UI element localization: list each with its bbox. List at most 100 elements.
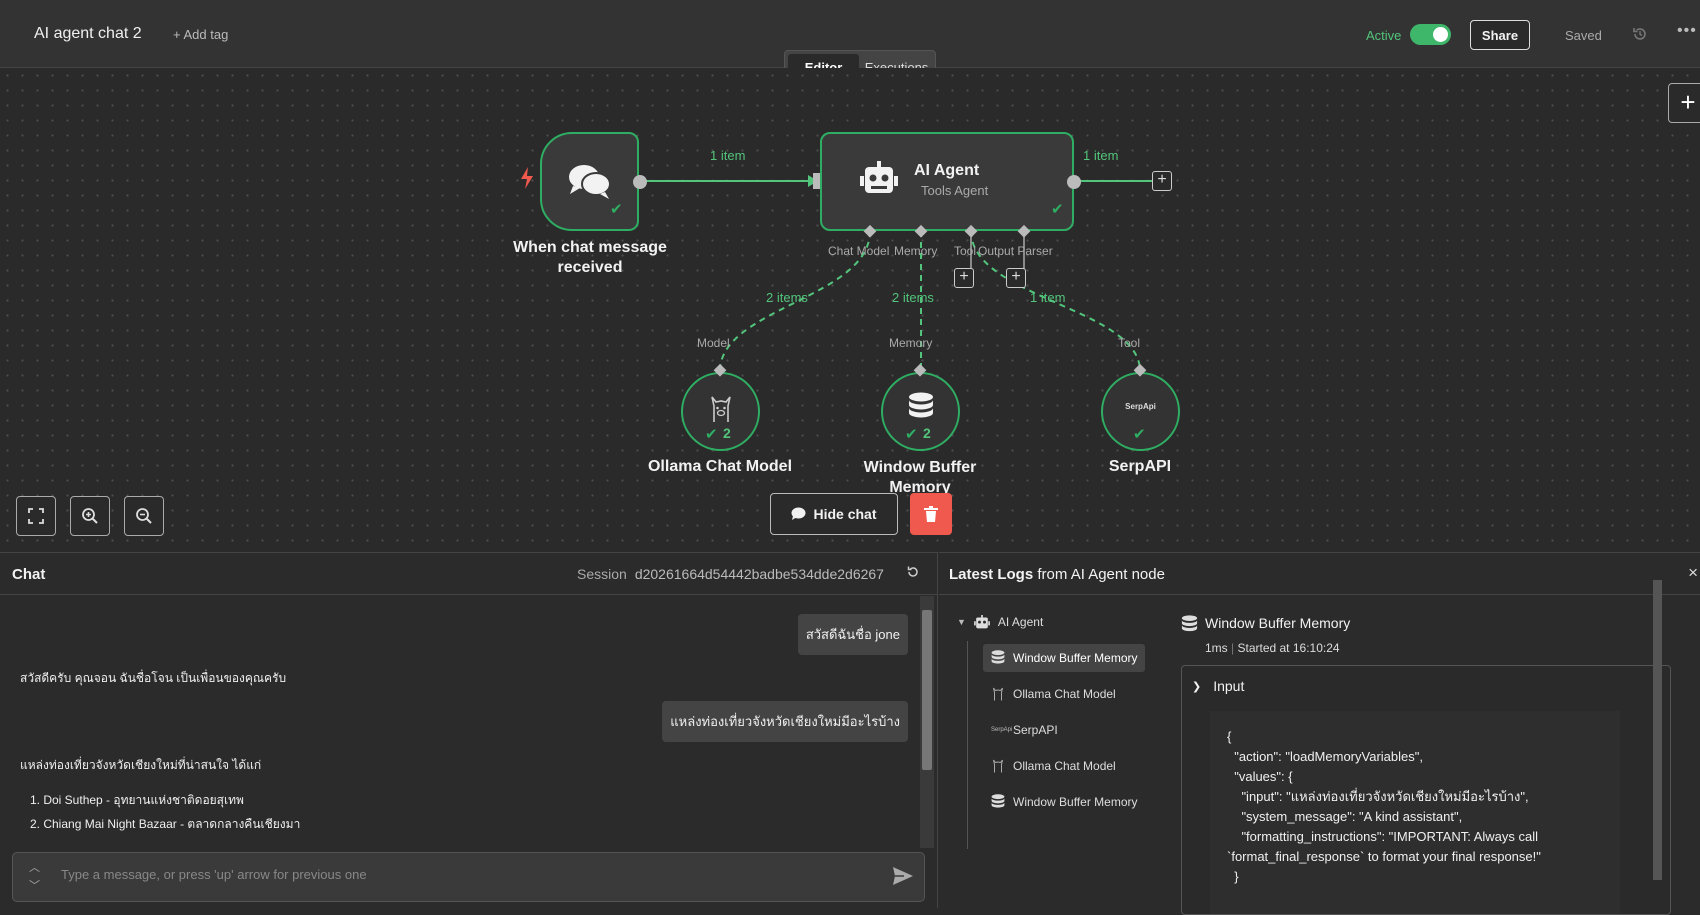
delete-button[interactable]	[910, 493, 952, 535]
logs-title-bold: Latest Logs	[949, 566, 1034, 583]
node-ollama-chat-model[interactable]: ✔ 2	[681, 372, 760, 451]
chat-scrollbar[interactable]	[920, 596, 934, 848]
input-label: Input	[1213, 678, 1245, 694]
zoom-out-button[interactable]	[124, 496, 164, 536]
detail-duration: 1ms	[1205, 641, 1228, 655]
input-section: ❯ Input { "action": "loadMemoryVariables…	[1181, 665, 1671, 915]
success-check-icon: ✔	[705, 426, 718, 443]
more-options-icon[interactable]: •••	[1677, 22, 1697, 39]
send-icon[interactable]	[892, 866, 914, 891]
json-line: `format_final_response` to format your f…	[1227, 849, 1541, 864]
tree-item-label: Window Buffer Memory	[1013, 651, 1138, 665]
tool-handle[interactable]	[963, 224, 979, 240]
json-line: "system_message": "A kind assistant",	[1227, 809, 1463, 824]
chat-model-handle[interactable]	[862, 224, 878, 240]
input-section-toggle[interactable]: ❯ Input	[1192, 678, 1244, 694]
refresh-session-icon[interactable]	[906, 565, 920, 583]
agent-output-handle[interactable]	[1066, 174, 1082, 190]
workflow-canvas[interactable]: ✔ When chat message received 1 item AI A…	[0, 68, 1700, 552]
memory-handle[interactable]	[913, 224, 929, 240]
edge-count-trigger: 1 item	[710, 148, 746, 163]
tree-item-window-buffer-memory[interactable]: Window Buffer Memory	[983, 788, 1145, 816]
node-window-buffer-memory[interactable]: ✔ 2	[881, 372, 960, 451]
tree-item-ollama-chat-model[interactable]: Ollama Chat Model	[983, 680, 1124, 708]
chevron-down-icon: ❯	[1192, 680, 1202, 693]
chat-input[interactable]	[61, 867, 841, 882]
connection-wires	[640, 175, 1158, 372]
logs-scroll-thumb[interactable]	[1653, 580, 1662, 880]
node-serpapi[interactable]: SerpApi ✔	[1101, 372, 1180, 451]
llama-icon	[711, 396, 731, 422]
tree-item-serpapi[interactable]: SerpApi SerpAPI	[983, 716, 1066, 744]
database-icon	[991, 794, 1005, 808]
json-line: {	[1227, 729, 1232, 744]
add-tag-button[interactable]: + Add tag	[173, 27, 229, 42]
robot-icon	[860, 161, 898, 193]
edge-tool	[970, 230, 1141, 372]
json-line: "values": {	[1227, 769, 1293, 784]
tree-item-label: AI Agent	[997, 615, 1044, 629]
user-message: แหล่งท่องเที่ยวจังหวัดเชียงใหม่มีอะไรบ้า…	[662, 701, 908, 742]
edge-count-agent-out: 1 item	[1083, 148, 1119, 163]
agent-subtitle: Tools Agent	[921, 183, 989, 198]
tree-item-label: Window Buffer Memory	[1013, 795, 1138, 809]
share-button[interactable]: Share	[1470, 20, 1530, 50]
zoom-out-icon	[136, 508, 152, 524]
node-ai-agent[interactable]: AI Agent Tools Agent ✔	[820, 132, 1074, 231]
edge-count-tool: 1 item	[1030, 290, 1066, 305]
ollama-node-label: Ollama Chat Model	[647, 458, 793, 475]
node-chat-trigger[interactable]: ✔	[540, 132, 639, 231]
zoom-in-icon	[82, 508, 98, 524]
tree-item-window-buffer-memory[interactable]: Window Buffer Memory	[983, 644, 1146, 672]
session-label: Session	[577, 566, 627, 582]
run-count-badge: 2	[723, 425, 731, 441]
history-arrows-icon[interactable]: ︿﹀	[29, 862, 40, 892]
workflow-title[interactable]: AI agent chat 2	[34, 25, 142, 42]
close-icon[interactable]: ×	[1688, 563, 1698, 582]
run-count-badge: 2	[923, 425, 931, 441]
serpapi-icon: SerpApi	[1125, 402, 1156, 411]
trigger-node-label: When chat message received	[513, 239, 667, 276]
tree-item-ollama-chat-model[interactable]: Ollama Chat Model	[983, 752, 1124, 780]
agent-title: AI Agent	[914, 162, 980, 179]
chat-scroll-thumb[interactable]	[922, 610, 932, 770]
trigger-output-handle[interactable]	[632, 174, 648, 190]
bot-message: แหล่งท่องเที่ยวจังหวัดเชียงใหม่ที่น่าสนใ…	[20, 758, 262, 772]
logs-scrollbar[interactable]	[1653, 580, 1662, 880]
tree-item-label: SerpAPI	[1013, 723, 1058, 737]
session-id: d20261664d54442badbe534dde2d6267	[634, 566, 884, 582]
output-parser-handle[interactable]	[1016, 224, 1032, 240]
ollama-input-handle[interactable]	[712, 363, 728, 379]
active-toggle[interactable]	[1410, 24, 1451, 45]
serp-input-handle[interactable]	[1132, 363, 1148, 379]
open-node-panel-plus-icon[interactable]: +	[1668, 83, 1700, 123]
json-line: }	[1227, 869, 1239, 884]
memory-node-label: Window Buffer Memory	[863, 459, 977, 496]
llama-icon	[993, 759, 1003, 773]
trigger-bolt-icon	[519, 166, 535, 196]
detail-title: Window Buffer Memory	[1205, 615, 1351, 631]
zoom-in-button[interactable]	[70, 496, 110, 536]
tree-item-ai-agent[interactable]: ▼ AI Agent	[949, 608, 1051, 636]
database-icon	[1181, 615, 1198, 632]
logs-panel: Latest Logs from AI Agent node × ▼ AI Ag…	[939, 552, 1700, 915]
json-line: "input": "แหล่งท่องเที่ยวจังหวัดเชียงใหม…	[1227, 789, 1529, 804]
agent-input-handle[interactable]	[812, 172, 822, 190]
llama-icon	[993, 687, 1003, 701]
json-line: "formatting_instructions": "IMPORTANT: A…	[1227, 829, 1539, 844]
success-check-icon: ✔	[610, 201, 623, 218]
user-message: สวัสดีฉันชื่อ jone	[797, 614, 908, 655]
add-node-plus-icon[interactable]: +	[1152, 171, 1172, 191]
add-tool-plus-icon[interactable]: +	[954, 268, 974, 288]
memory-input-handle[interactable]	[912, 363, 928, 379]
list-item: 1. Doi Suthep - อุทยานแห่งชาติดอยสุเทพ	[30, 793, 244, 807]
fit-view-button[interactable]	[16, 496, 56, 536]
trash-icon	[924, 506, 938, 522]
logs-title-rest: from AI Agent node	[1033, 566, 1165, 583]
add-parser-plus-icon[interactable]: +	[1006, 268, 1026, 288]
logs-header: Latest Logs from AI Agent node ×	[939, 553, 1700, 595]
hide-chat-button[interactable]: Hide chat	[770, 493, 898, 535]
history-icon[interactable]	[1631, 25, 1649, 43]
